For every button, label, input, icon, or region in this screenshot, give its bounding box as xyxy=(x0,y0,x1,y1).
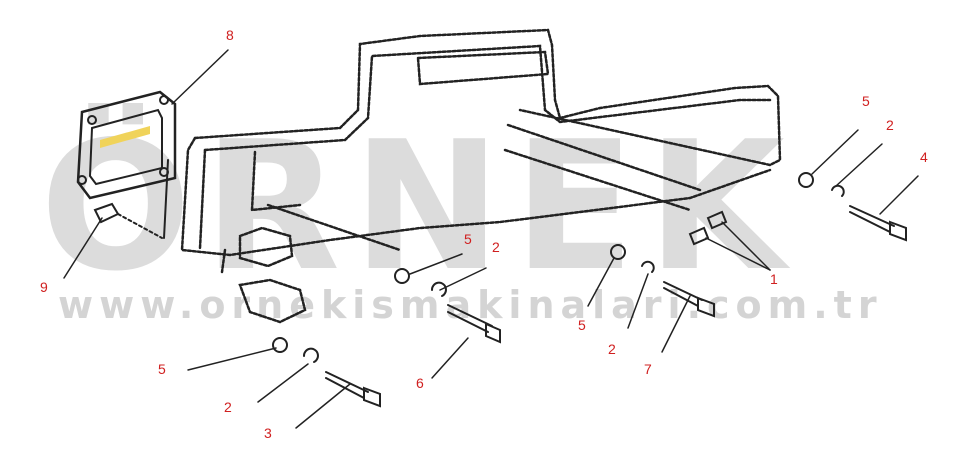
callout-5-upper-center: 5 xyxy=(464,231,472,247)
callout-3: 3 xyxy=(264,425,272,441)
callout-5-right: 5 xyxy=(862,93,870,109)
callout-4: 4 xyxy=(920,149,928,165)
callout-5-lower-center: 5 xyxy=(578,317,586,333)
callout-7: 7 xyxy=(644,361,652,377)
callout-2-right: 2 xyxy=(886,117,894,133)
callout-2-upper-center: 2 xyxy=(492,239,500,255)
callout-6: 6 xyxy=(416,375,424,391)
callout-8: 8 xyxy=(226,27,234,43)
flange-gasket xyxy=(76,90,177,200)
dowel-pin xyxy=(93,159,169,239)
watermark-url: www.ornekismakinalari.com.tr xyxy=(58,283,883,327)
gasket-yellow-accent xyxy=(100,126,150,148)
bolt-set-center xyxy=(394,268,501,344)
manifold-body xyxy=(180,28,782,324)
bolt-set-far-right xyxy=(798,172,907,242)
leader-lines xyxy=(63,49,919,429)
callout-1: 1 xyxy=(770,271,778,287)
callout-2-lower-left: 2 xyxy=(224,399,232,415)
watermark-brand: ÖRNEK xyxy=(40,103,797,310)
studs xyxy=(688,210,728,246)
callout-5-lower-left: 5 xyxy=(158,361,166,377)
callout-2-lower-center: 2 xyxy=(608,341,616,357)
bolt-set-right-center xyxy=(610,244,715,318)
bolt-set-left xyxy=(272,337,381,408)
callout-9: 9 xyxy=(40,279,48,295)
